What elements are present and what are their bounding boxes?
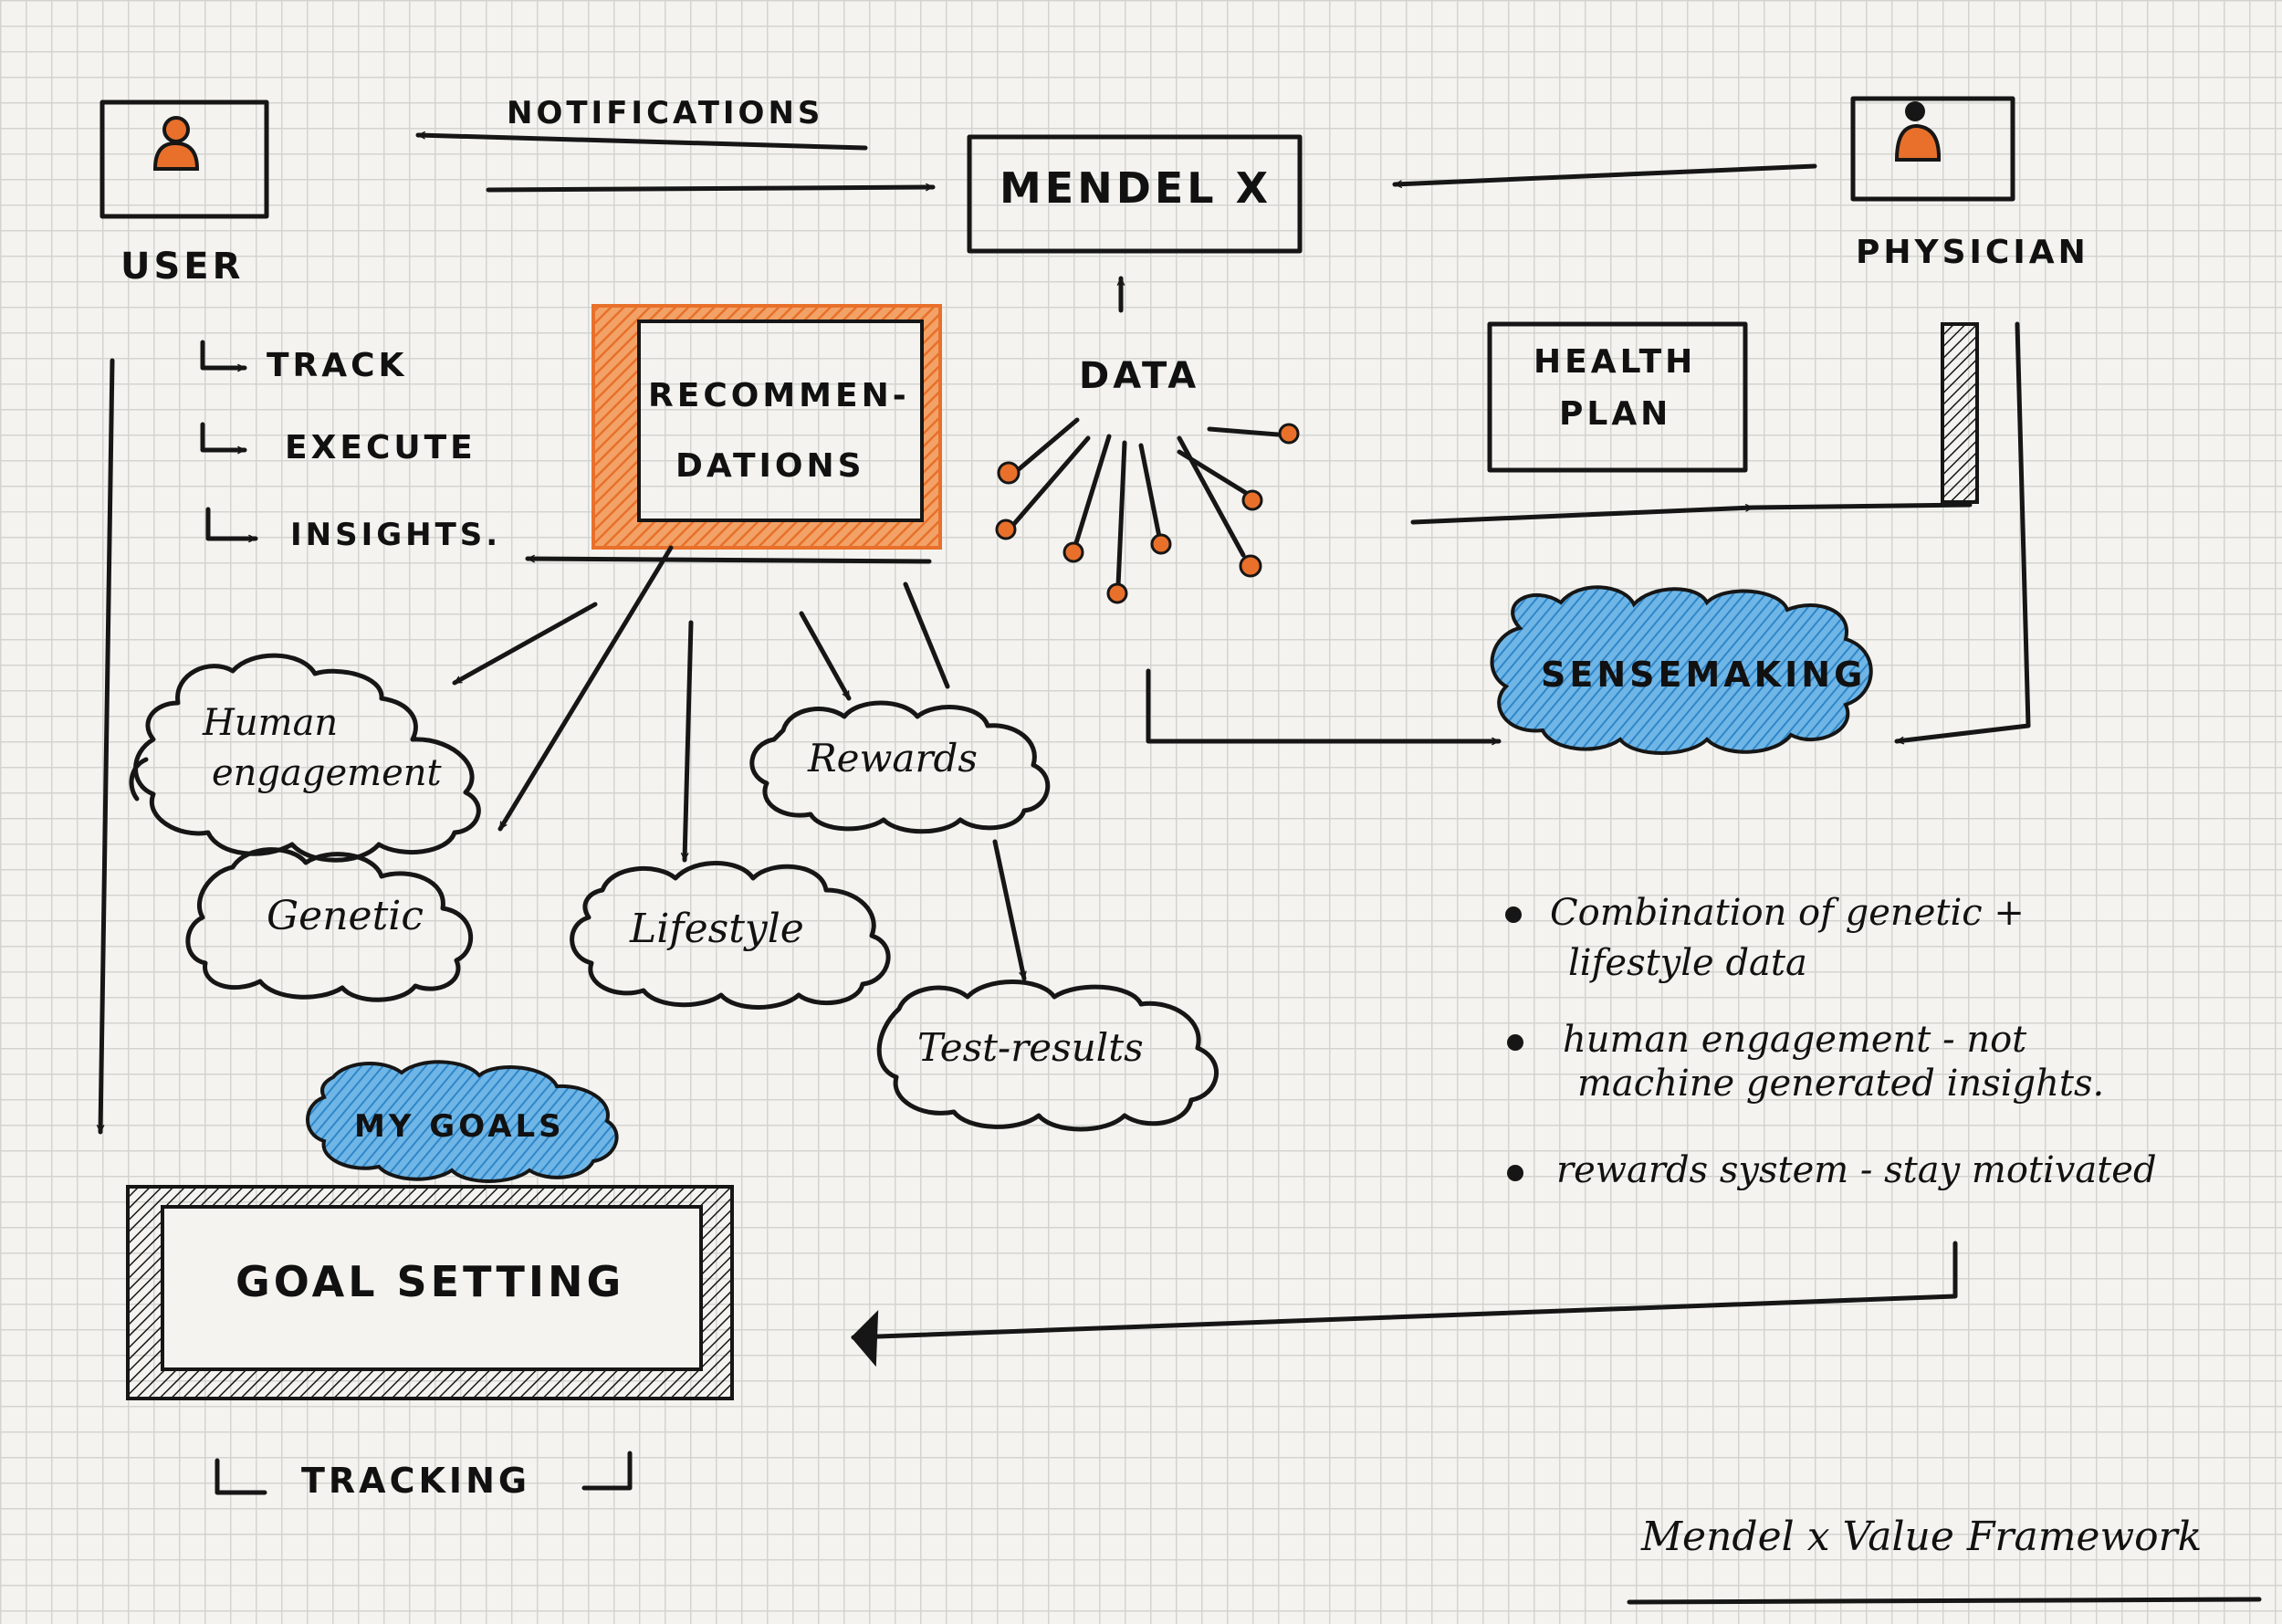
mendelx-node: MENDEL X: [967, 134, 1303, 254]
test-results-label: Test-results: [917, 1025, 1144, 1070]
data-points: [995, 417, 1300, 604]
arrow-to-rewards: [799, 611, 852, 701]
physician-to-mendelx-arrow: [1392, 163, 1817, 184]
health-plan-line-ext: [1750, 502, 1973, 510]
physician-icon: [1894, 101, 1942, 162]
note-line1: human engagement - not: [1563, 1019, 2027, 1061]
note-line2: lifestyle data: [1568, 942, 1807, 984]
tracking-bracket-left: [215, 1458, 267, 1495]
data-label: DATA: [1079, 355, 1199, 397]
lifestyle-label: Lifestyle: [629, 906, 804, 952]
genetic-node: Genetic: [185, 847, 473, 1002]
human-engagement-line2: engagement: [212, 752, 443, 794]
human-engagement-node: Human engagement: [129, 653, 481, 863]
test-results-cloud: [876, 980, 1220, 1132]
human-engagement-cloud: [133, 653, 481, 863]
recommendation-arrows: [452, 545, 1024, 981]
note-item: Combination of genetic + lifestyle data: [1505, 892, 2025, 984]
rewards-side-line: [903, 581, 950, 689]
my-goals-node: MY GOALS: [306, 1060, 619, 1183]
sensemaking-node: SENSEMAKING: [1146, 321, 2031, 755]
user-to-mendelx-arrow: [486, 187, 936, 193]
user-to-goals-arrow: [100, 358, 115, 1135]
execute-label: EXECUTE: [285, 429, 476, 466]
sensemaking-label: SENSEMAKING: [1541, 655, 1866, 695]
tracking-label: TRACKING: [301, 1461, 530, 1501]
lifestyle-cloud: [570, 861, 891, 1010]
diagram-title: Mendel x Value Framework: [1627, 1514, 2262, 1605]
sensemaking-cloud: [1490, 585, 1873, 755]
note-line1: Combination of genetic +: [1550, 892, 2025, 934]
rewards-node: Rewards: [749, 700, 1051, 834]
physician-box: [1850, 96, 2015, 202]
health-plan-line2: PLAN: [1559, 395, 1671, 433]
note-line2: machine generated insights.: [1577, 1063, 2104, 1105]
rewards-label: Rewards: [807, 736, 978, 781]
track-bullet-arrow: [200, 340, 247, 368]
genetic-cloud: [185, 847, 473, 1002]
notifications-label: NOTIFICATIONS: [507, 95, 823, 131]
physician-to-sensemaking-arrow: [1894, 321, 2031, 741]
health-plan-node: HEALTH PLAN: [1410, 321, 1979, 525]
my-goals-label: MY GOALS: [354, 1108, 565, 1145]
recommendations-line1: RECOMMEN-: [648, 377, 910, 414]
goal-setting-node: GOAL SETTING TRACKING: [126, 1185, 734, 1501]
arrow-to-genetic: [497, 545, 674, 832]
insights-label: INSIGHTS.: [290, 517, 501, 553]
data-node: DATA: [995, 276, 1300, 604]
note-bullet: [1505, 906, 1522, 923]
data-to-sensemaking-arrow: [1146, 668, 1502, 741]
recommendations-node: RECOMMEN- DATIONS: [525, 304, 942, 564]
physician-label: PHYSICIAN: [1856, 234, 2089, 271]
note-line1: rewards system - stay motivated: [1556, 1149, 2157, 1191]
user-icon: [152, 116, 200, 171]
recommendations-to-insights-arrow: [525, 559, 932, 564]
health-plan-box: [1487, 321, 1748, 473]
title-label: Mendel x Value Framework: [1640, 1514, 2202, 1560]
human-engagement-line1: Human: [202, 702, 338, 744]
notes-to-goals-arrowhead: [851, 1309, 879, 1367]
goal-setting-label: GOAL SETTING: [236, 1257, 624, 1306]
goal-setting-inner: [161, 1205, 703, 1371]
test-results-node: Test-results: [876, 980, 1220, 1132]
note-item: human engagement - not machine generated…: [1507, 1019, 2104, 1105]
note-bullet: [1507, 1034, 1523, 1051]
notifications-arrow: [415, 135, 868, 151]
notes-to-goals-arrow: [851, 1241, 1958, 1340]
mendelx-label: MENDEL X: [1000, 163, 1272, 213]
genetic-label: Genetic: [267, 893, 424, 939]
recommendations-line2: DATIONS: [675, 447, 865, 485]
rewards-cloud: [749, 700, 1051, 834]
tracking-bracket-right: [581, 1451, 633, 1491]
my-goals-cloud: [306, 1060, 619, 1183]
user-label: USER: [120, 246, 244, 288]
user-node: USER: [99, 100, 269, 288]
user-box: [99, 100, 269, 219]
arrow-to-human-engagement: [452, 602, 598, 686]
physician-bar: [1941, 322, 1979, 504]
execute-bullet-arrow: [200, 422, 247, 450]
human-engagement-cloud-tail: [129, 757, 149, 802]
health-plan-line1: HEALTH: [1534, 343, 1696, 381]
recommendations-inner: [637, 320, 924, 522]
mendelx-box: [967, 134, 1303, 254]
arrow-to-test-results: [992, 839, 1024, 981]
arrow-to-lifestyle: [685, 620, 694, 863]
lifestyle-node: Lifestyle: [570, 861, 891, 1010]
health-plan-arrow: [1410, 508, 1755, 525]
title-underline: [1627, 1597, 2262, 1605]
note-bullet: [1507, 1165, 1523, 1181]
physician-node: PHYSICIAN: [1392, 96, 2089, 271]
notes-list: Combination of genetic + lifestyle data …: [1505, 892, 2157, 1191]
user-actions-list: TRACK EXECUTE INSIGHTS.: [200, 340, 501, 553]
notifications-flow: NOTIFICATIONS: [415, 95, 936, 193]
note-item: rewards system - stay motivated: [1507, 1149, 2157, 1191]
insights-bullet-arrow: [205, 507, 258, 539]
track-label: TRACK: [267, 347, 407, 384]
recommendations-frame: [591, 304, 942, 550]
